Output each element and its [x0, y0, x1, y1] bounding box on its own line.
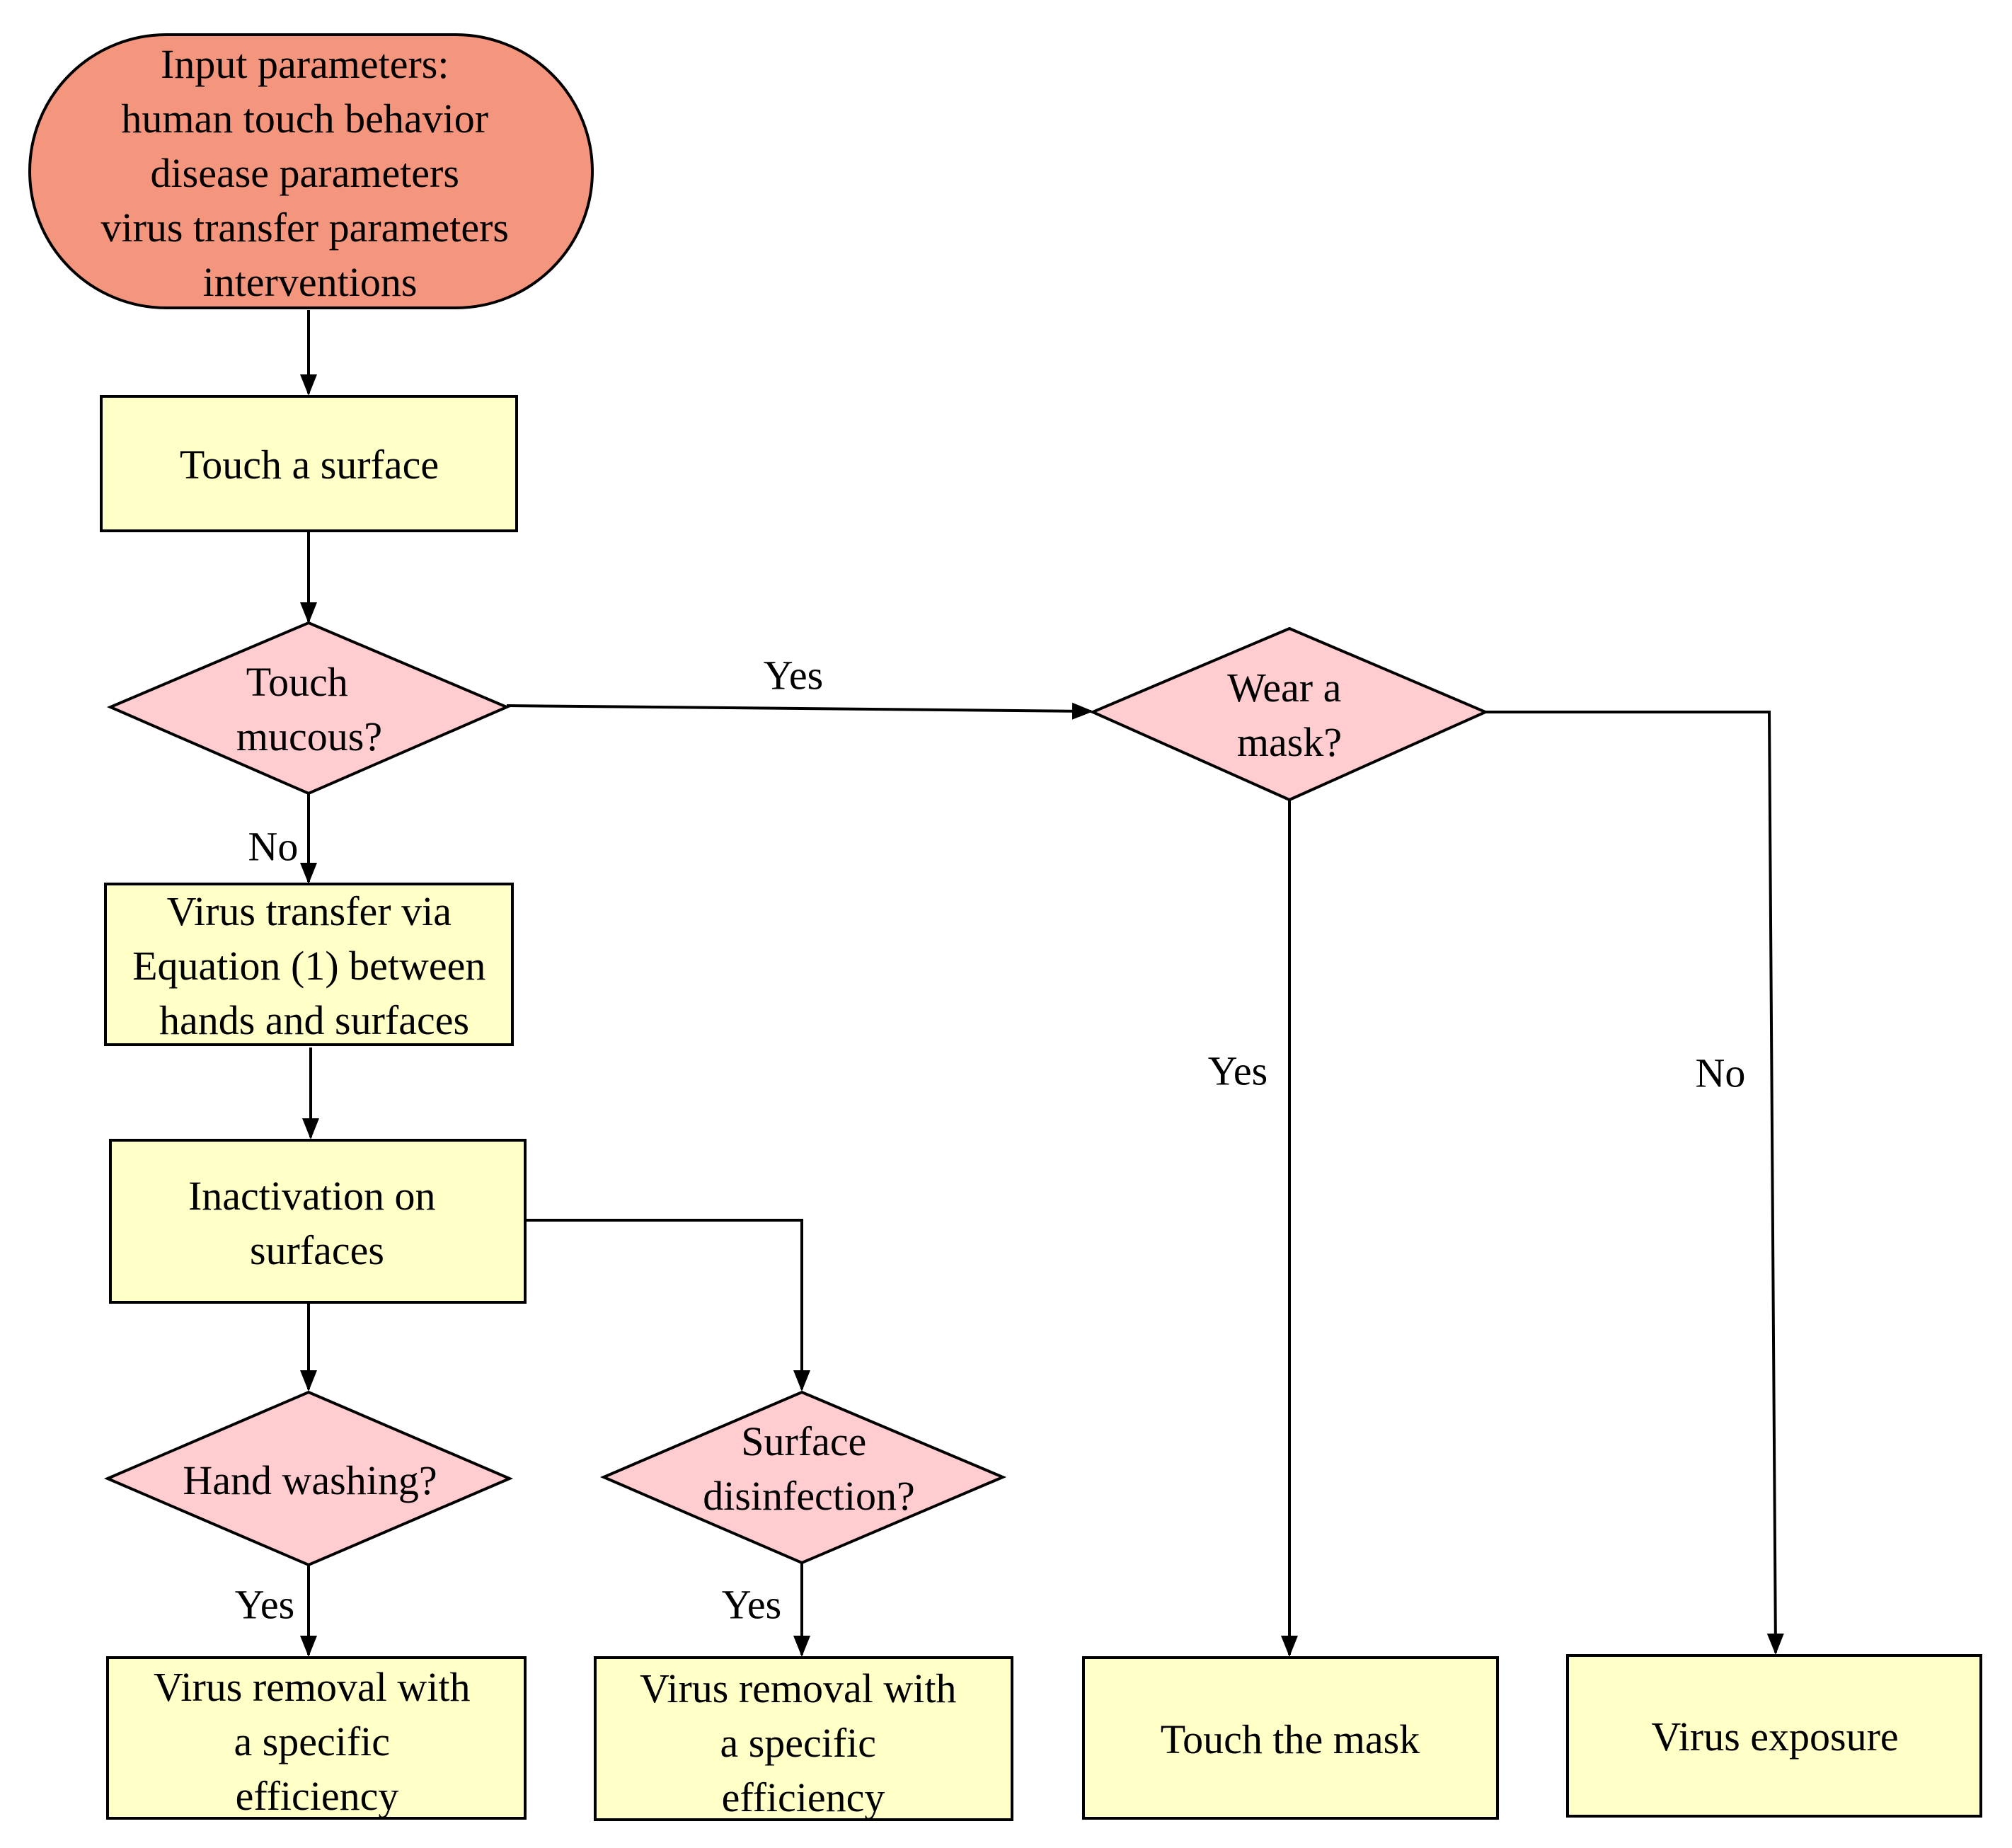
svg-text:Surface disinfection?: Surface disinfection?	[703, 1418, 915, 1519]
svg-text:Touch a surface: Touch a surface	[180, 442, 439, 488]
touch-surface-line-1: Touch a surface	[180, 442, 439, 488]
inactivation-shape	[109, 1139, 527, 1304]
hand-washing-shape	[103, 1390, 514, 1567]
edge-label-touch-mucous-yes: Yes	[764, 653, 823, 699]
virus-transfer-shape	[104, 883, 514, 1046]
virus-transfer-line-3: hands and surfaces	[159, 997, 469, 1043]
input-parameters-line-5: interventions	[203, 259, 418, 305]
svg-text:Virus removal with a s: Virus removal with a specific efficiency	[640, 1665, 967, 1820]
touch-mucous-shape	[106, 621, 511, 796]
svg-text:Virus transfer via Equ: Virus transfer via Equation (1) between …	[132, 888, 496, 1043]
hand-washing-line-1: Hand washing?	[183, 1457, 437, 1503]
edge-inactivation-to-surface-disinfection	[525, 1219, 810, 1391]
surface-disinfection-line-1: Surface	[741, 1418, 866, 1464]
touch-surface-node: Touch a surface	[100, 395, 518, 532]
inactivation-line-2: surfaces	[250, 1227, 384, 1273]
svg-text:Wear a mask?: Wear a mask?	[1227, 665, 1352, 765]
touch-mask-node: Touch the mask	[1082, 1656, 1499, 1820]
virus-transfer-line-1: Virus transfer via	[167, 888, 452, 934]
virus-removal-hand-line-1: Virus removal with	[154, 1664, 471, 1710]
edge-wear-mask-to-virus-exposure	[1485, 711, 1784, 1655]
edge-touch-mucous-to-wear-mask	[506, 702, 1093, 720]
edge-label-touch-mucous-no: No	[248, 824, 299, 870]
edge-label-hand-washing-yes: Yes	[235, 1582, 294, 1628]
wear-mask-line-1: Wear a	[1227, 665, 1341, 711]
surface-disinfection-decision: Surface disinfection?	[599, 1390, 1007, 1565]
virus-removal-surface-line-3: efficiency	[722, 1774, 885, 1820]
edge-label-wear-mask-no: No	[1696, 1050, 1746, 1096]
virus-removal-hand-line-3: efficiency	[236, 1773, 399, 1819]
input-parameters-shape	[28, 33, 594, 309]
edge-label-surface-disinfection-yes: Yes	[722, 1582, 781, 1628]
wear-mask-decision: Wear a mask?	[1088, 626, 1489, 802]
hand-washing-decision: Hand washing?	[103, 1390, 514, 1567]
inactivation-line-1: Inactivation on	[188, 1173, 436, 1219]
virus-exposure-node: Virus exposure	[1566, 1654, 1982, 1818]
touch-mucous-line-2: mucous?	[236, 713, 382, 759]
svg-text:Touch mucous?: Touch mucous?	[236, 659, 382, 759]
input-parameters-line-2: human touch behavior	[121, 96, 488, 142]
virus-removal-surface-node: Virus removal with a specific efficiency	[594, 1656, 1013, 1821]
touch-mask-line-1: Touch the mask	[1161, 1716, 1420, 1762]
svg-text:Virus exposure: Virus exposure	[1651, 1714, 1898, 1760]
virus-transfer-node: Virus transfer via Equation (1) between …	[104, 883, 514, 1046]
surface-disinfection-shape	[599, 1390, 1007, 1565]
touch-mucous-line-1: Touch	[246, 659, 348, 705]
svg-text:Touch the mask: Touch the mask	[1161, 1716, 1420, 1762]
touch-surface-shape	[100, 395, 518, 532]
virus-removal-hand-shape	[106, 1656, 527, 1820]
virus-removal-surface-shape	[594, 1656, 1013, 1821]
wear-mask-line-2: mask?	[1237, 719, 1342, 765]
input-parameters-line-1: Input parameters:	[161, 41, 449, 87]
virus-removal-surface-line-1: Virus removal with	[640, 1665, 957, 1711]
surface-disinfection-line-2: disinfection?	[703, 1473, 915, 1519]
virus-exposure-line-1: Virus exposure	[1651, 1714, 1898, 1760]
inactivation-node: Inactivation on surfaces	[109, 1139, 527, 1304]
svg-text:Inactivation on surfac: Inactivation on surfaces	[188, 1173, 446, 1273]
virus-removal-surface-line-2: a specific	[720, 1720, 876, 1766]
svg-text:Hand washing?: Hand washing?	[183, 1457, 437, 1503]
input-parameters-line-4: virus transfer parameters	[100, 205, 509, 251]
touch-mask-shape	[1082, 1656, 1499, 1820]
virus-removal-hand-line-2: a specific	[234, 1718, 390, 1764]
wear-mask-shape	[1088, 626, 1489, 802]
input-parameters-node: Input parameters: human touch behavior d…	[28, 33, 594, 309]
edge-label-wear-mask-yes: Yes	[1208, 1048, 1267, 1094]
virus-transfer-line-2: Equation (1) between	[132, 943, 485, 989]
input-parameters-line-3: disease parameters	[151, 150, 459, 196]
svg-text:Input parameters: huma: Input parameters: human touch behavior d…	[100, 41, 519, 305]
virus-removal-hand-node: Virus removal with a specific efficiency	[106, 1656, 527, 1820]
virus-exposure-shape	[1566, 1654, 1982, 1818]
svg-text:Virus removal with a s: Virus removal with a specific efficiency	[154, 1664, 481, 1819]
touch-mucous-decision: Touch mucous?	[106, 621, 511, 796]
